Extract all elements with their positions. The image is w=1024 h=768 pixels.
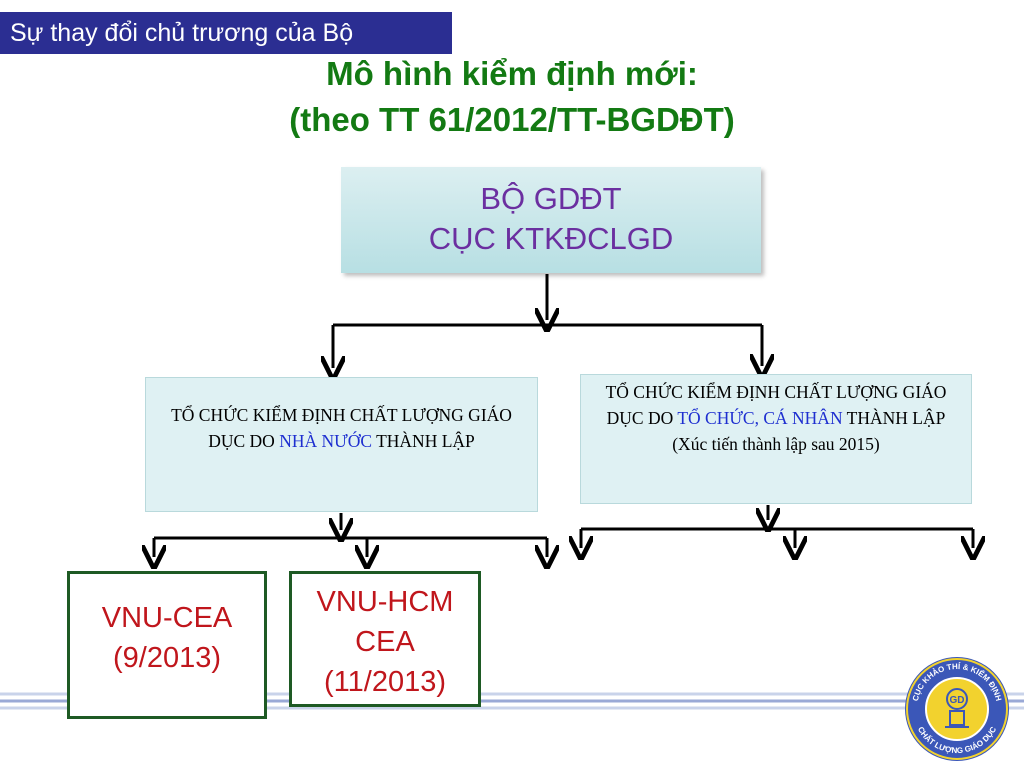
slide-title-line2: (theo TT 61/2012/TT-BGDĐT) [289,101,735,138]
left-org-text: TỔ CHỨC KIỂM ĐỊNH CHẤT LƯỢNG GIÁO DỤC DO [171,405,512,451]
left-org-text-end: THÀNH LẬP [372,431,475,451]
left-org-highlight: NHÀ NƯỚC [279,431,373,451]
unit1-name: VNU-CEA [101,602,233,634]
agency-logo-seal: CỤC KHẢO THÍ & KIỂM ĐỊNH CHẤT LƯỢNG GIÁO… [905,657,1009,761]
right-org-text-end: THÀNH LẬP [842,408,946,428]
right-org-box: TỔ CHỨC KIỂM ĐỊNH CHẤT LƯỢNG GIÁO DỤC DO… [580,374,972,504]
section-header: Sự thay đổi chủ trương của Bộ [0,12,452,54]
right-org-note: (Xúc tiến thành lập sau 2015) [672,434,880,454]
svg-text:GD: GD [950,695,965,706]
slide-title-line1: Mô hình kiểm định mới: [326,55,698,92]
right-org-text: TỔ CHỨC KIỂM ĐỊNH CHẤT LƯỢNG GIÁO DỤC DO [605,382,947,428]
unit2-date: (11/2013) [324,666,446,698]
right-org-highlight: TỔ CHỨC, CÁ NHÂN [677,408,843,428]
left-org-box: TỔ CHỨC KIỂM ĐỊNH CHẤT LƯỢNG GIÁO DỤC DO… [145,377,538,512]
top-node-line2: CỤC KTKĐCLGD [428,221,674,256]
top-node-line1: BỘ GDĐT [480,181,622,216]
unit-vnu-cea: VNU-CEA (9/2013) [67,571,267,719]
top-node-ministry: BỘ GDĐT CỤC KTKĐCLGD [341,167,761,273]
unit2-name: VNU-HCM [316,586,454,618]
unit1-date: (9/2013) [112,642,221,674]
unit-vnu-hcm-cea: VNU-HCM CEA (11/2013) [289,571,481,707]
unit2-name-2: CEA [355,626,415,658]
